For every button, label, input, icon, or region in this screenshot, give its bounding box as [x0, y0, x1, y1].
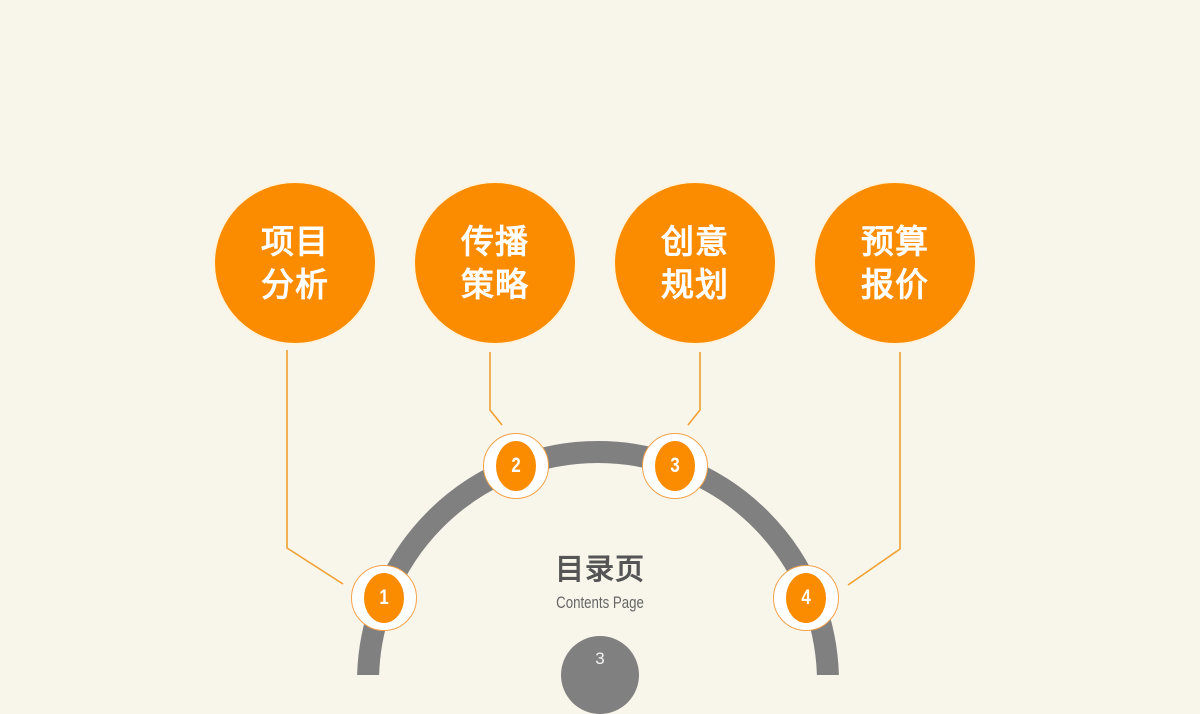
node-number: 4	[786, 573, 826, 623]
topic-label-line2: 策略	[461, 265, 529, 304]
topic-label-line2: 报价	[861, 265, 929, 304]
connector-line-2	[489, 352, 503, 426]
topic-label-line1: 传播	[461, 222, 529, 261]
topic-label-line2: 分析	[261, 265, 329, 304]
topic-circle-project-analysis[interactable]: 项目 分析	[215, 183, 375, 343]
number-node-2[interactable]: 2	[483, 433, 549, 499]
connector-diagram	[286, 350, 901, 675]
topic-circle-creative-planning[interactable]: 创意 规划	[615, 183, 775, 343]
page-number-badge: 3	[561, 636, 639, 714]
topic-label-line1: 项目	[261, 222, 329, 261]
topic-label-line1: 创意	[661, 222, 729, 261]
contents-slide: 项目 分析 传播 策略 创意 规划 预算 报价 1 2 3 4 目录页 Cont…	[215, 183, 975, 714]
topic-circle-communication-strategy[interactable]: 传播 策略	[415, 183, 575, 343]
number-node-3[interactable]: 3	[642, 433, 708, 499]
number-node-1[interactable]: 1	[351, 565, 417, 631]
topic-label-line2: 规划	[661, 265, 729, 304]
slide-subtitle: Contents Page	[556, 593, 644, 612]
node-number: 2	[496, 441, 536, 491]
connector-line-1	[286, 350, 344, 585]
number-node-4[interactable]: 4	[773, 565, 839, 631]
connector-line-3	[687, 352, 701, 426]
node-number: 3	[655, 441, 695, 491]
slide-title: 目录页	[554, 552, 645, 586]
gray-arc	[357, 441, 839, 675]
topic-circle-budget-quote[interactable]: 预算 报价	[815, 183, 975, 343]
topic-label-line1: 预算	[861, 222, 929, 261]
node-number: 1	[364, 573, 404, 623]
connector-line-4	[847, 352, 901, 586]
